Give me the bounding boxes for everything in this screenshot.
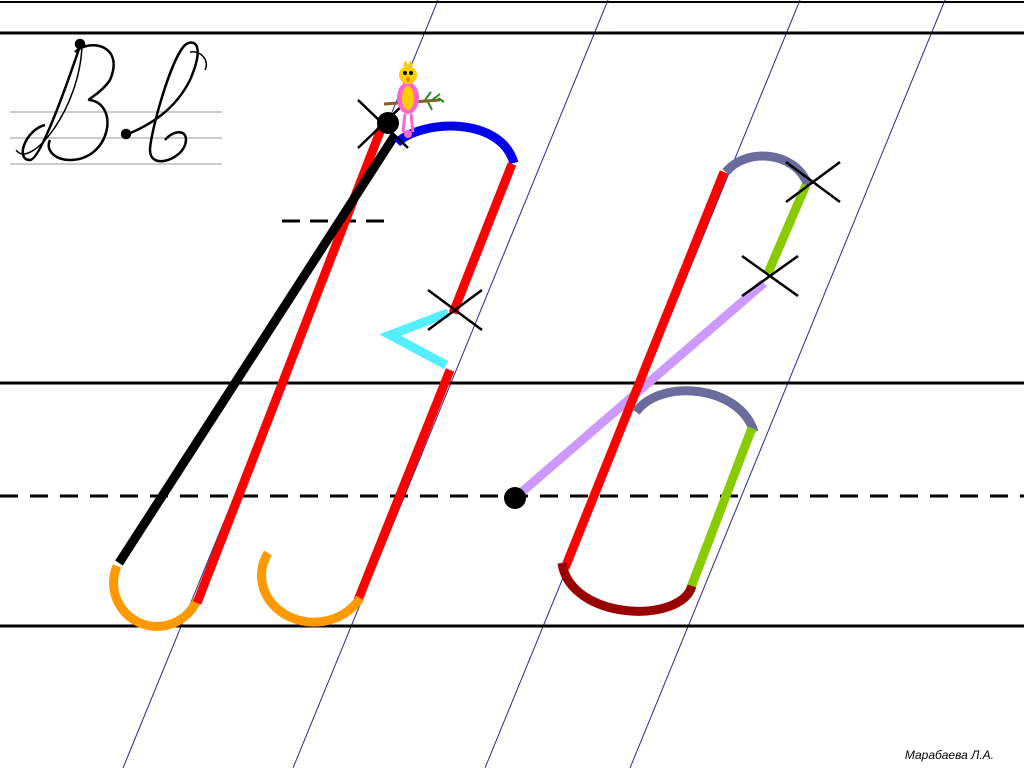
start-dot-icon <box>504 487 526 509</box>
lowercase-main-stroke <box>560 170 729 570</box>
lowercase-lower-side <box>685 426 757 592</box>
start-dot-icon <box>377 112 399 134</box>
cross-mark-icon <box>785 160 841 204</box>
uppercase-right-upper-stroke <box>448 162 517 315</box>
lowercase-bottom-arc <box>557 561 697 616</box>
lowercase-upper-side <box>763 183 811 275</box>
uppercase-top-arc <box>393 121 519 165</box>
sample-lowercase-letter <box>120 41 207 163</box>
bird-icon <box>383 60 445 138</box>
cross-mark-icon <box>427 288 483 332</box>
cross-marks <box>357 99 841 332</box>
sample-letters <box>10 38 222 165</box>
lowercase-lower-arc <box>632 386 759 434</box>
author-credit: Марабаева Л.А. <box>904 748 994 762</box>
uppercase-letter-strokes <box>109 121 519 631</box>
cross-mark-icon <box>741 254 799 298</box>
uppercase-bottom-hook <box>257 550 364 627</box>
uppercase-left-hook <box>109 564 202 631</box>
uppercase-right-lower-stroke <box>353 368 455 602</box>
ruling-lines <box>0 1 1024 628</box>
sample-uppercase-letter <box>15 38 115 162</box>
uppercase-lead-stroke <box>115 132 399 566</box>
uppercase-middle-loop <box>379 308 450 369</box>
